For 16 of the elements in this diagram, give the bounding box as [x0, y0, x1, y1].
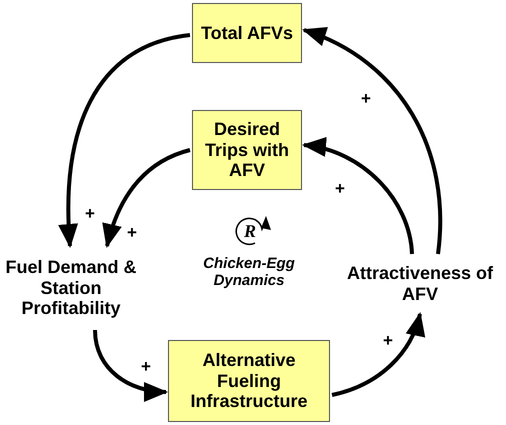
loop-name-label: Chicken-Egg Dynamics: [202, 255, 296, 289]
variable-label: Alternative Fueling Infrastructure: [189, 350, 309, 412]
variable-label: Total AFVs: [200, 22, 293, 44]
causal-arrow: [58, 33, 190, 248]
causal-arrow: [302, 28, 442, 254]
causal-arrow: [103, 148, 191, 248]
causal-arrow: [332, 312, 424, 397]
variable-label: Desired Trips with AFV: [204, 118, 290, 182]
variable-box: [192, 3, 302, 63]
variable-box: [168, 340, 330, 422]
causal-arrow: [302, 138, 414, 254]
variable-label: Fuel Demand & Station Profitability: [5, 248, 137, 328]
loop-type-label: R: [242, 221, 257, 242]
causal-arrow: [93, 330, 168, 401]
variable-label: Attractiveness of AFV: [340, 256, 500, 312]
variable-box: [192, 110, 302, 190]
